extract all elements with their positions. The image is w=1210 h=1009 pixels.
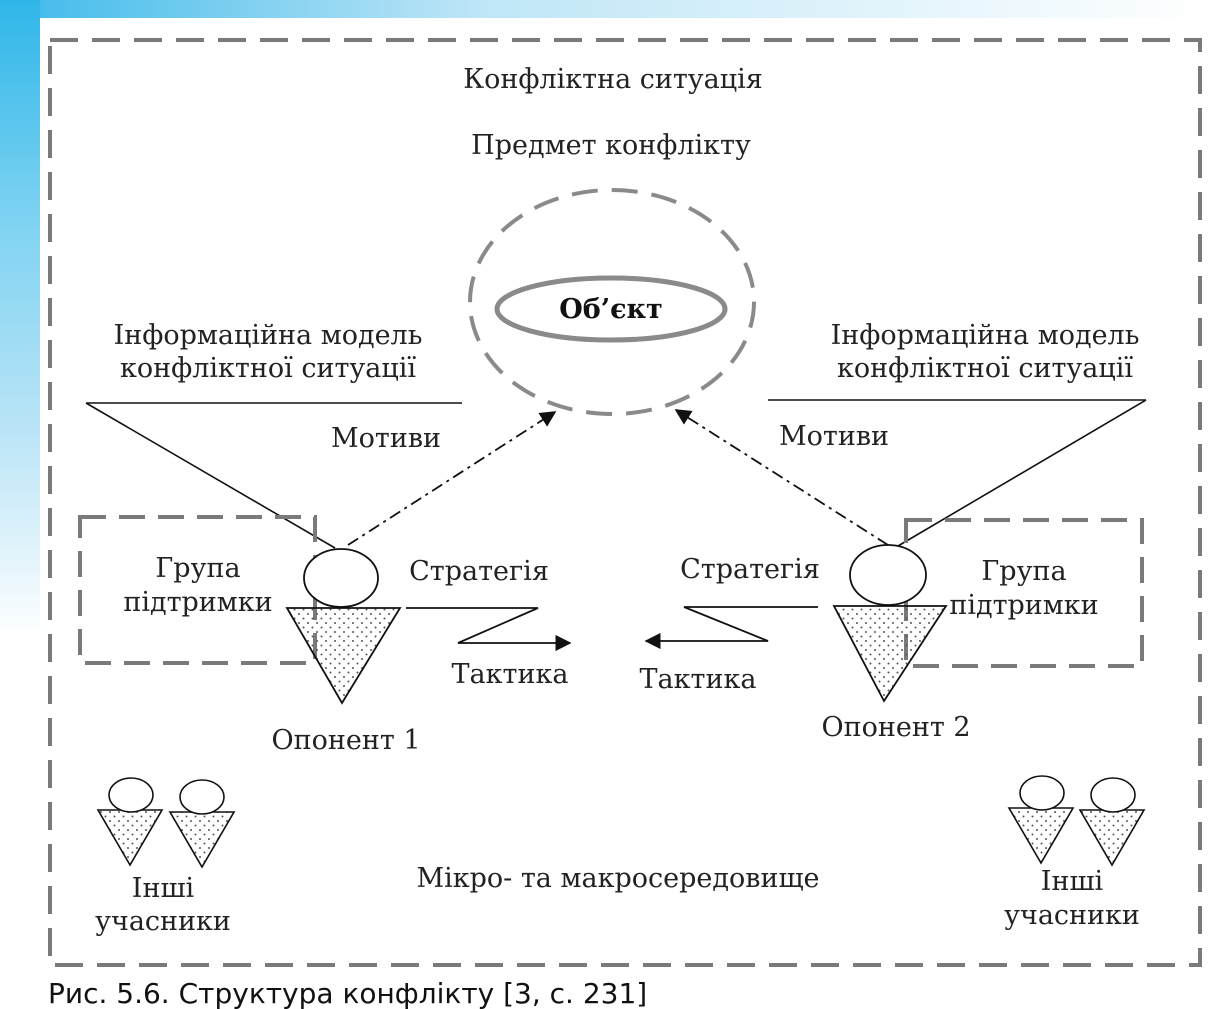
strategy-left-label: Стратегія xyxy=(409,556,549,587)
opponent-1-label: Опонент 1 xyxy=(271,725,420,756)
strategy-tactic-arrow-right xyxy=(644,606,818,650)
environment-label: Мікро- та макросередовище xyxy=(416,863,819,894)
conflict-subject-circle xyxy=(468,188,756,416)
other-participants-right-figures xyxy=(1007,775,1146,867)
conflict-subject-label: Предмет конфлікту xyxy=(471,130,751,161)
tactic-left-label: Тактика xyxy=(452,659,569,690)
object-label: Об’єкт xyxy=(559,294,663,325)
motive-arrow-left xyxy=(347,411,557,546)
strategy-right-label: Стратегія xyxy=(680,554,820,585)
opponent-1-figure xyxy=(285,548,402,705)
info-model-right-lines xyxy=(768,399,1147,547)
background-left-strip xyxy=(0,0,40,640)
conflict-situation-frame xyxy=(48,38,1202,967)
other-participants-left-line2: учасники xyxy=(95,906,231,937)
support-group-left-line2: підтримки xyxy=(123,587,272,618)
other-participants-right-line2: учасники xyxy=(1004,900,1140,931)
figure-caption: Рис. 5.6. Структура конфлікту [3, с. 231… xyxy=(48,977,647,1009)
support-group-left-box xyxy=(78,515,317,665)
background-top-strip xyxy=(0,0,1210,18)
info-model-left-line1: Інформаційна модель xyxy=(114,320,423,351)
object-ellipse xyxy=(494,275,728,343)
support-group-left-line1: Група xyxy=(155,553,240,584)
info-model-right-line2: конфліктної ситуації xyxy=(837,353,1133,384)
conflict-situation-label: Конфліктна ситуація xyxy=(463,64,763,95)
other-participants-right-line1: Інші xyxy=(1041,866,1104,897)
info-model-right-line1: Інформаційна модель xyxy=(831,320,1140,351)
tactic-right-label: Тактика xyxy=(640,664,757,695)
support-group-right-box xyxy=(904,518,1144,668)
motive-arrow-right xyxy=(674,409,889,546)
info-model-left-lines xyxy=(85,402,462,549)
opponent-2-figure xyxy=(832,544,948,703)
support-group-right-line1: Група xyxy=(981,556,1066,587)
info-model-left-line2: конфліктної ситуації xyxy=(120,353,416,384)
other-participants-left-line1: Інші xyxy=(132,873,195,904)
support-group-right-line2: підтримки xyxy=(949,590,1098,621)
motives-right-label: Мотиви xyxy=(779,421,889,452)
opponent-2-label: Опонент 2 xyxy=(821,712,970,743)
motives-left-label: Мотиви xyxy=(331,423,441,454)
strategy-tactic-arrow-left xyxy=(406,607,572,652)
other-participants-left-figures xyxy=(96,777,236,869)
